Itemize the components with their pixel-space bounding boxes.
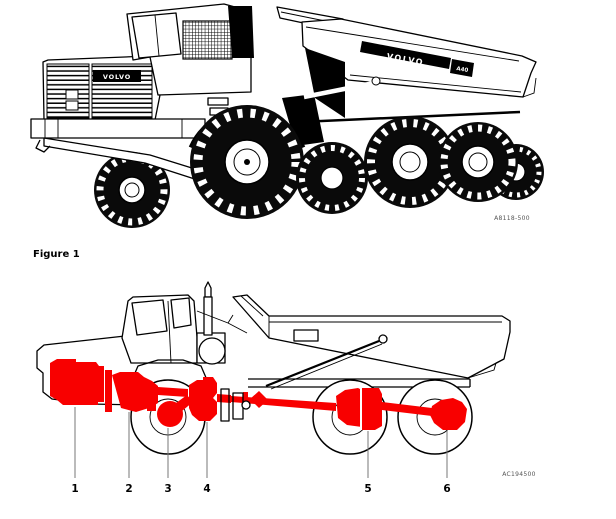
callout-4: 4 xyxy=(203,483,210,495)
figure1-image-code: A8118-500 xyxy=(494,215,530,222)
callout-6: 6 xyxy=(443,483,450,495)
front-wheel-near xyxy=(190,105,304,219)
exhaust-stack xyxy=(228,6,254,58)
transmission-highlight xyxy=(105,370,188,412)
dropbox-highlight xyxy=(189,377,231,421)
propeller-shaft-highlight xyxy=(231,391,336,411)
body-volvo-band xyxy=(360,41,451,69)
grille-volvo-band xyxy=(93,70,141,82)
hoist-cylinder xyxy=(303,80,375,100)
figure-caption: Figure 1 xyxy=(33,249,80,260)
cab xyxy=(126,3,254,126)
engine-highlight xyxy=(50,359,104,405)
front-bumper xyxy=(30,118,206,153)
drivetrain-diagram-illustration: 1 2 3 4 5 6 AC194500 xyxy=(36,281,536,495)
rear-diff1-highlight xyxy=(336,388,432,430)
callout-3: 3 xyxy=(164,483,171,495)
callout-1: 1 xyxy=(71,483,78,495)
air-tank xyxy=(198,337,226,365)
articulation-bracket xyxy=(220,388,251,422)
headlight xyxy=(65,89,79,100)
front-axle-highlight xyxy=(147,395,193,427)
cab-protective-grid xyxy=(182,20,233,60)
callout-2: 2 xyxy=(125,483,132,495)
dump-body: VOLVO A40 xyxy=(276,6,537,118)
rear-diff2-highlight xyxy=(430,398,467,430)
model-badge xyxy=(450,59,474,77)
truck-outline xyxy=(36,281,511,455)
callout-5: 5 xyxy=(364,483,371,495)
figure1-truck-illustration: VOLVO xyxy=(30,3,544,228)
grille-volvo-logo: VOLVO xyxy=(103,73,131,81)
dump-body-outline xyxy=(232,294,511,379)
model-badge-text: A40 xyxy=(456,66,469,74)
drivetrain-highlight xyxy=(50,359,467,430)
hood-grille: VOLVO xyxy=(42,55,161,121)
headlight xyxy=(65,100,79,111)
callout-numbers: 1 2 3 4 5 6 xyxy=(71,483,450,495)
rear-wheels-near xyxy=(364,116,518,208)
figure2-image-code: AC194500 xyxy=(502,471,536,478)
callout-leaders xyxy=(74,407,448,478)
